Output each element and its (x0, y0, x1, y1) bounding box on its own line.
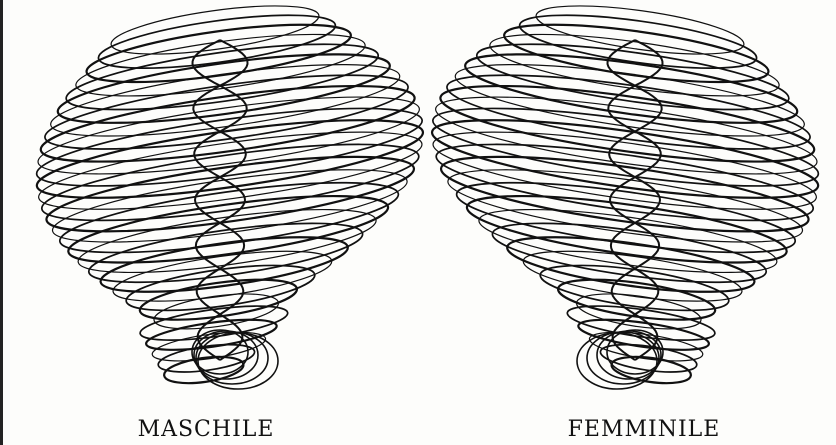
male-spiral-drawing (33, 0, 427, 389)
male-caption: MASCHILE (138, 417, 275, 442)
female-spiral-loop (556, 272, 718, 327)
female-spiral-drawing (428, 0, 822, 389)
spiral-illustrations (0, 0, 836, 410)
female-caption: FEMMINILE (568, 417, 721, 442)
male-spiral-loop (138, 272, 300, 327)
